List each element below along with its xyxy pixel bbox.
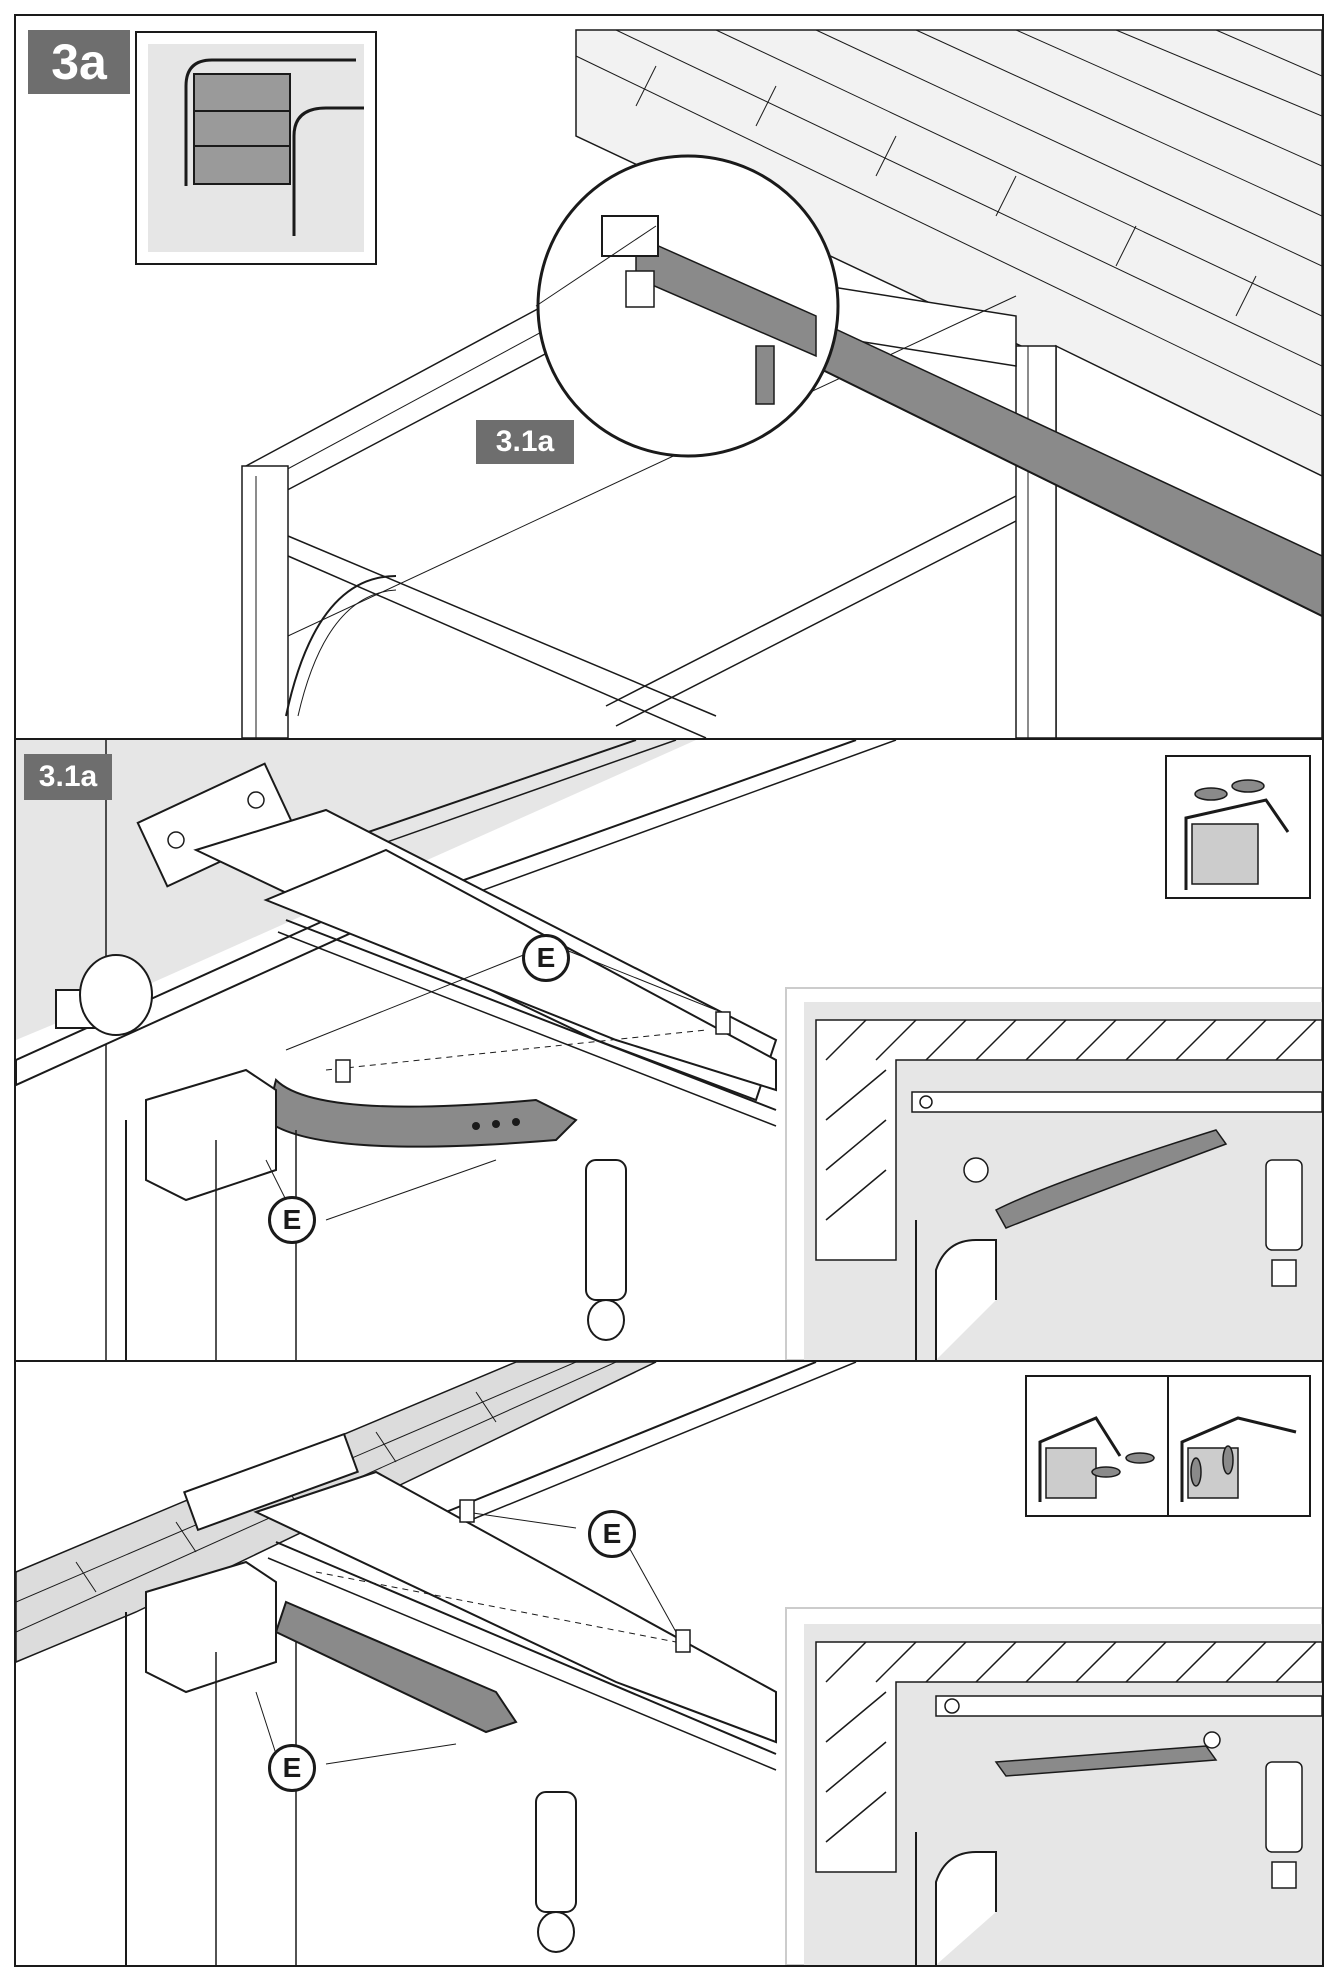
- side-section-view-alt: [785, 1607, 1322, 1965]
- door-type-thumbnail: [135, 31, 377, 265]
- door-arm: [264, 1078, 578, 1148]
- header-bracket: [601, 215, 659, 257]
- door-arm-alt: [274, 1600, 518, 1734]
- panel-step-3-1a: 3.1a E E: [14, 738, 1324, 1362]
- callout-e-bracket: E: [268, 1196, 316, 1244]
- step-label-3-1a-reference: 3.1a: [476, 420, 574, 464]
- door-bracket: [145, 1068, 277, 1202]
- brick-wall: [575, 29, 1322, 489]
- panel-step-alternative: E E: [14, 1360, 1324, 1967]
- mounting-type-pictogram: [1165, 755, 1311, 899]
- mounting-type-pictogram-pair: [1025, 1375, 1311, 1517]
- right-rail: [1015, 345, 1057, 738]
- callout-e-rail: E: [522, 934, 570, 982]
- opener-rail-alt: [253, 1470, 777, 1744]
- alternative-illustration: [16, 1362, 1322, 1965]
- opener-rail-detail: [263, 848, 777, 1092]
- step-label-3a: 3a: [28, 30, 130, 94]
- side-section-view: [785, 987, 1322, 1360]
- callout-e-rail-alt: E: [588, 1510, 636, 1558]
- overview-illustration: [135, 29, 1322, 738]
- callout-e-bracket-alt: E: [268, 1744, 316, 1792]
- door-bracket-alt: [145, 1560, 277, 1694]
- panel-step-3a: 3a 3.1a: [14, 14, 1324, 740]
- step-label-3-1a: 3.1a: [24, 754, 112, 800]
- detail-illustration: [16, 740, 1322, 1360]
- header-bracket-alt: [183, 1432, 359, 1532]
